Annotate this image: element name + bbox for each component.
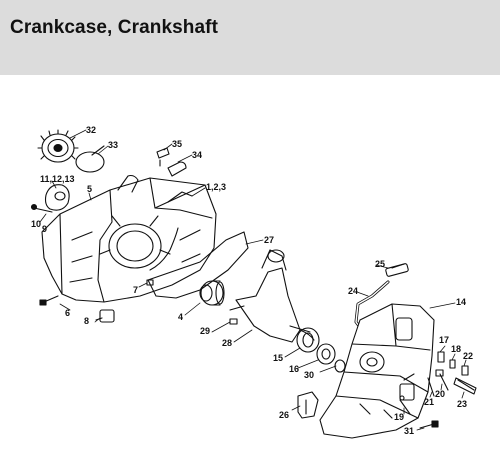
part-4-drawing <box>199 280 225 306</box>
part-22-drawing <box>461 365 469 376</box>
callout-22: 22 <box>463 351 474 361</box>
callout-7: 7 <box>133 285 139 295</box>
page-title: Crankcase, Crankshaft <box>10 17 219 38</box>
callout-11-12-13: 11,12,13 <box>40 174 75 184</box>
callout-5: 5 <box>87 184 93 194</box>
callout-19: 19 <box>394 412 405 422</box>
part-30-drawing <box>334 359 346 373</box>
callout-31: 31 <box>404 426 415 436</box>
callout-30: 30 <box>304 370 315 380</box>
callout-9: 9 <box>42 224 48 234</box>
callout-14: 14 <box>456 297 467 307</box>
callout-16: 16 <box>289 364 300 374</box>
part-32-drawing <box>37 129 79 163</box>
part-23-drawing <box>453 377 477 395</box>
callout-35: 35 <box>172 139 183 149</box>
callout-6: 6 <box>65 308 71 318</box>
part-27-drawing <box>147 231 249 299</box>
part-25-drawing <box>385 263 409 277</box>
leader-lines <box>39 129 467 431</box>
part-26-drawing <box>297 391 319 419</box>
callout-18: 18 <box>451 344 462 354</box>
callout-28: 28 <box>222 338 233 348</box>
part-29-drawing <box>229 318 238 325</box>
part-6-drawing <box>39 295 59 306</box>
part-35-drawing <box>156 147 170 167</box>
part-16-drawing <box>316 343 336 365</box>
part-33-drawing <box>75 151 105 173</box>
callout-4: 4 <box>178 312 184 322</box>
callout-32: 32 <box>86 125 97 135</box>
part-28-drawing <box>229 249 315 343</box>
callout-26: 26 <box>279 410 290 420</box>
part-8-drawing <box>95 309 115 323</box>
callout-17: 17 <box>439 335 450 345</box>
callout-27: 27 <box>264 235 275 245</box>
part-18-drawing <box>449 359 456 369</box>
callout-21: 21 <box>424 397 435 407</box>
callout-10: 10 <box>31 219 42 229</box>
part-34-drawing <box>167 161 187 177</box>
callout-33: 33 <box>108 140 119 150</box>
callout-29: 29 <box>200 326 211 336</box>
callout-34: 34 <box>192 150 203 160</box>
callout-20: 20 <box>435 389 446 399</box>
callout-15: 15 <box>273 353 284 363</box>
crankcase-right-drawing <box>319 303 435 439</box>
part-31-drawing <box>419 420 439 429</box>
part-10-drawing <box>30 203 53 213</box>
part-17-drawing <box>437 351 445 363</box>
part-19-drawing <box>399 395 411 415</box>
callout-23: 23 <box>457 399 468 409</box>
part-20-drawing <box>435 369 449 391</box>
part-21-drawing <box>427 377 435 397</box>
part-15-drawing <box>296 327 320 353</box>
callout-1-2-3: 1,2,3 <box>206 182 227 192</box>
part-7-drawing <box>146 279 154 286</box>
crankcase-left-drawing <box>41 174 217 303</box>
header-bar: Crankcase, Crankshaft <box>0 0 500 75</box>
callout-24: 24 <box>348 286 359 296</box>
callout-8: 8 <box>84 316 90 326</box>
callout-25: 25 <box>375 259 386 269</box>
part-11-12-13-drawing <box>44 184 70 211</box>
